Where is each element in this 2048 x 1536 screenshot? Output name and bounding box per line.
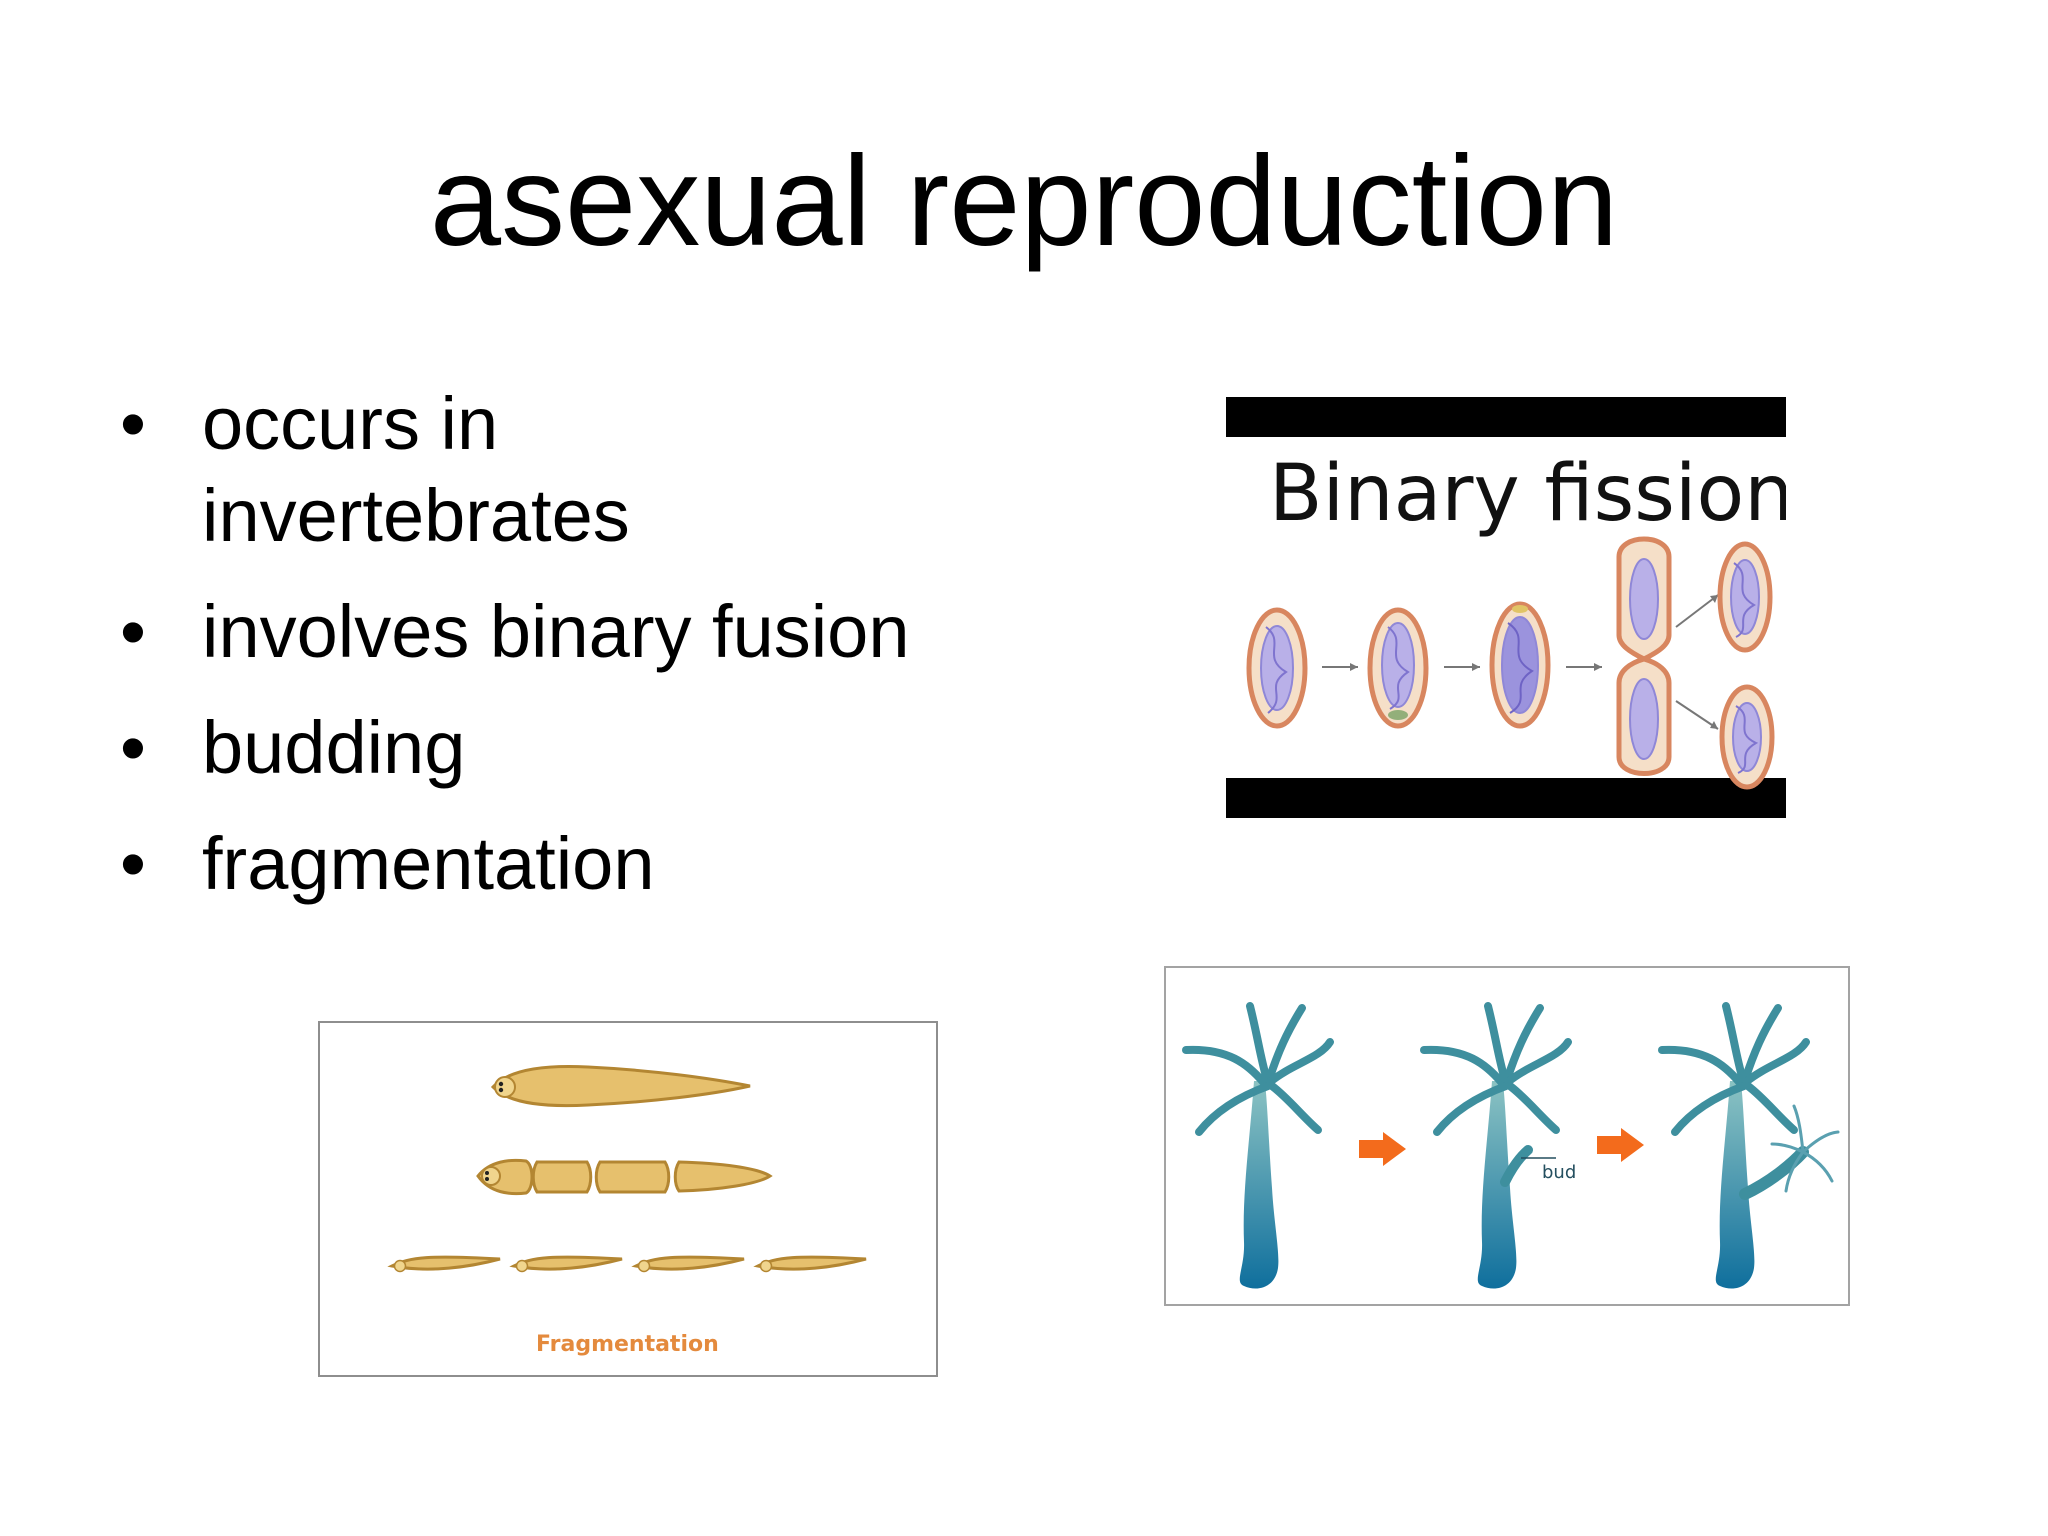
budding-arrow-2	[1597, 1128, 1644, 1162]
bullet-item-invertebrates: • occurs in invertebrates	[120, 378, 722, 562]
bullet-list: • occurs in invertebrates • involves bin…	[120, 378, 1100, 934]
top-black-bar	[1226, 397, 1786, 437]
hydra-stage-2: bud	[1420, 1002, 1576, 1289]
slide-title: asexual reproduction	[429, 130, 1619, 273]
hydra-stage-1	[1182, 1002, 1334, 1289]
fragment-worm-row	[387, 1255, 867, 1273]
bullet-text: involves binary fusion	[202, 590, 910, 673]
bullet-text: occurs in invertebrates	[202, 382, 630, 557]
daughter-cell-top	[1717, 541, 1773, 653]
stage-arrow-head-1	[1350, 663, 1358, 671]
bullet-item-budding: • budding	[120, 702, 1100, 794]
daughter-cell-bottom	[1719, 684, 1775, 790]
binary-fission-label: Binary fission	[1269, 449, 1786, 539]
bullet-dot: •	[120, 590, 146, 673]
budding-arrow-1	[1359, 1132, 1406, 1166]
fragment-worm-whole	[490, 1064, 751, 1108]
bullet-dot: •	[120, 706, 146, 789]
stage-arrow-head-3	[1594, 663, 1602, 671]
hydra-stage-3	[1658, 1002, 1840, 1289]
bullet-text: fragmentation	[202, 822, 655, 905]
bullet-item-binary-fusion: • involves binary fusion	[120, 586, 1100, 678]
bud-label: bud	[1542, 1162, 1576, 1183]
cell-stage-1	[1246, 607, 1308, 729]
binary-fission-figure: Binary fission	[1226, 397, 1786, 818]
fragmentation-figure: Fragmentation	[318, 1021, 938, 1377]
bullet-text: budding	[202, 706, 466, 789]
cell-stage-4	[1616, 536, 1672, 776]
bullet-item-fragmentation: • fragmentation	[120, 818, 1100, 910]
fragmentation-illustration: Fragmentation	[387, 1064, 867, 1357]
stage-arrow-head-2	[1472, 663, 1480, 671]
lower-split-arrow	[1675, 700, 1719, 730]
bottom-black-bar	[1226, 778, 1786, 818]
cell-stage-2	[1367, 607, 1429, 729]
bullet-dot: •	[120, 822, 146, 905]
binary-fission-illustration: Binary fission	[1226, 397, 1786, 818]
upper-split-arrow-head	[1710, 595, 1718, 603]
cell-stage-3	[1489, 601, 1551, 729]
fragmentation-label: Fragmentation	[536, 1332, 719, 1357]
lower-split-arrow-head	[1710, 721, 1718, 729]
budding-figure: bud	[1164, 966, 1850, 1306]
bullet-dot: •	[120, 382, 146, 465]
upper-split-arrow	[1675, 594, 1719, 628]
budding-illustration: bud	[1182, 1002, 1840, 1289]
fragment-worm-split	[476, 1158, 773, 1196]
